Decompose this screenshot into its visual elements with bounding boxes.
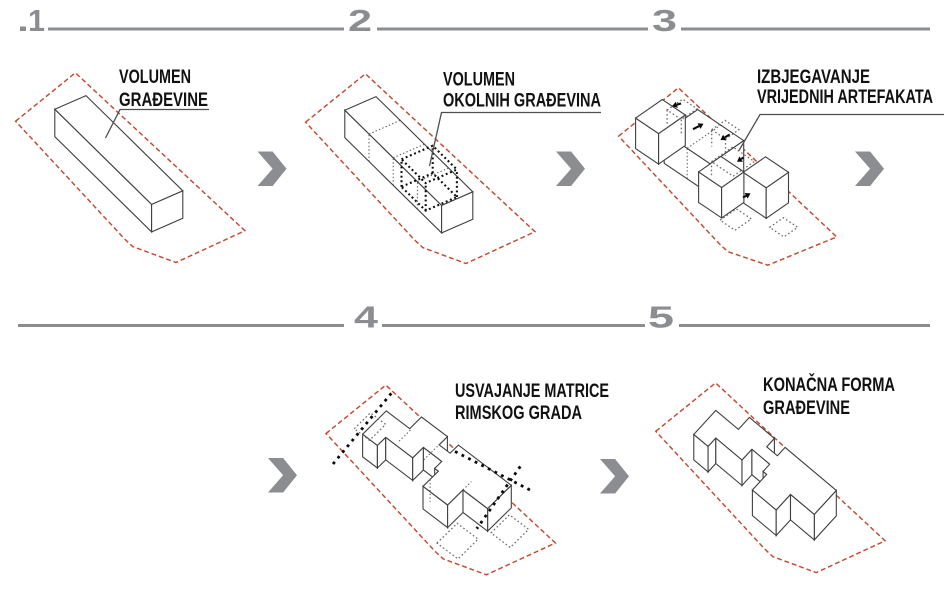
svg-text:1: 1 bbox=[28, 3, 45, 38]
svg-text:3: 3 bbox=[652, 3, 677, 38]
svg-text:IZBJEGAVANJE: IZBJEGAVANJE bbox=[757, 67, 870, 88]
svg-text:5: 5 bbox=[648, 300, 674, 335]
svg-text:GRAĐEVINE: GRAĐEVINE bbox=[763, 398, 850, 419]
svg-text:VOLUMEN: VOLUMEN bbox=[119, 67, 191, 88]
svg-text:KONAČNA FORMA: KONAČNA FORMA bbox=[763, 374, 895, 396]
svg-text:4: 4 bbox=[354, 300, 379, 335]
svg-text:RIMSKOG GRADA: RIMSKOG GRADA bbox=[455, 403, 582, 424]
svg-text:GRAĐEVINE: GRAĐEVINE bbox=[119, 90, 208, 111]
svg-text:USVAJANJE MATRICE: USVAJANJE MATRICE bbox=[455, 381, 609, 402]
svg-text:OKOLNIH GRAĐEVINA: OKOLNIH GRAĐEVINA bbox=[443, 91, 601, 112]
svg-text:VOLUMEN: VOLUMEN bbox=[443, 70, 515, 91]
svg-text:VRIJEDNIH ARTEFAKATA: VRIJEDNIH ARTEFAKATA bbox=[757, 87, 933, 108]
svg-text:2: 2 bbox=[348, 3, 372, 38]
